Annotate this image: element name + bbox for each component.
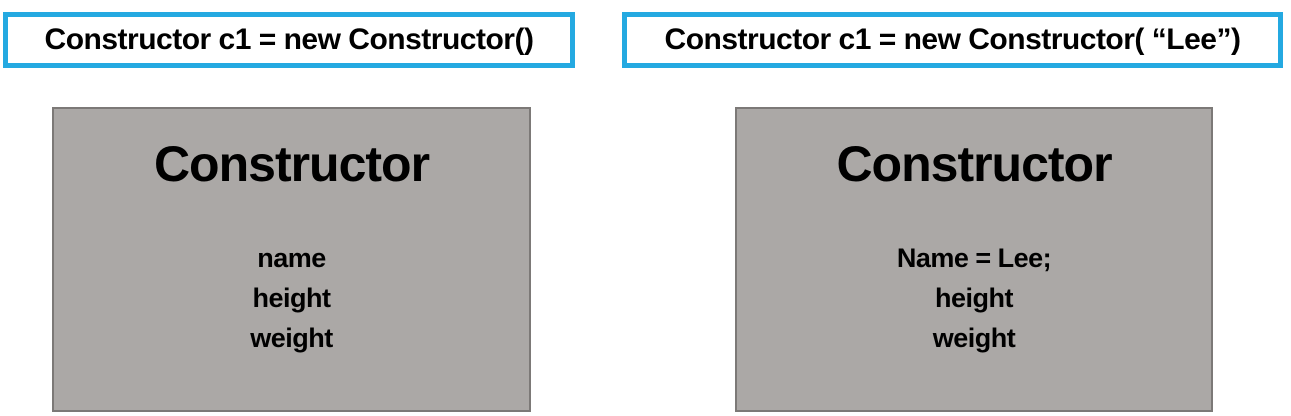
class-title-noarg: Constructor <box>153 136 430 192</box>
code-label-box-noarg: Constructor c1 = new Constructor() <box>3 12 575 68</box>
code-label-box-arg: Constructor c1 = new Constructor( “Lee”) <box>622 12 1283 68</box>
field-list-arg: Name = Lee; height weight <box>737 238 1211 358</box>
field-list-noarg: name height weight <box>54 238 529 358</box>
code-label-noarg: Constructor c1 = new Constructor() <box>44 23 534 56</box>
class-box-arg: Constructor Name = Lee; height weight <box>735 107 1213 412</box>
field-height: height <box>252 283 332 313</box>
field-weight: weight <box>932 323 1016 353</box>
class-box-noarg: Constructor name height weight <box>52 107 531 412</box>
code-label-arg: Constructor c1 = new Constructor( “Lee”) <box>664 23 1241 56</box>
field-name-assigned: Name = Lee; <box>896 243 1052 273</box>
class-title-arg: Constructor <box>836 136 1112 192</box>
field-height: height <box>935 283 1014 313</box>
field-weight: weight <box>250 323 333 353</box>
field-name: name <box>257 243 326 273</box>
